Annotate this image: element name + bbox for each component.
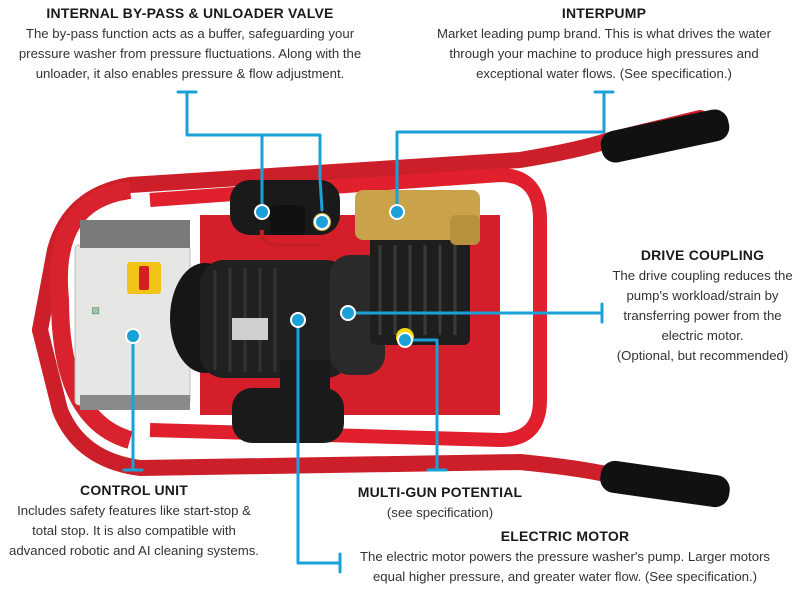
- frame-inner-rail-top: [149, 167, 547, 330]
- callout-line-motor: [296, 318, 342, 565]
- callout-motor-line-2: equal higher pressure, and greater water…: [372, 569, 758, 584]
- callout-drive-line-1: The drive coupling reduces the: [612, 268, 793, 283]
- callout-multigun: MULTI-GUN POTENTIAL (see specification): [340, 484, 540, 523]
- callout-control-line-2: total stop. It is also compatible with: [32, 523, 236, 538]
- wheel-bottom: [232, 388, 344, 443]
- frame-inner-rail-bottom: [149, 330, 547, 448]
- callout-bypass-line-1: The by-pass function acts as a buffer, s…: [25, 26, 355, 41]
- callout-interpump-line-1: Market leading pump brand. This is what …: [436, 26, 771, 41]
- callout-control: CONTROL UNIT Includes safety features li…: [0, 482, 268, 561]
- callout-drive-line-2: pump's workload/strain by: [626, 288, 779, 303]
- callout-drive-title: DRIVE COUPLING: [640, 247, 765, 263]
- control-switch-knob: [139, 266, 149, 290]
- callout-dot-bypass-2: [254, 204, 270, 220]
- callout-line-interpump: [395, 90, 606, 214]
- callout-control-title: CONTROL UNIT: [80, 482, 188, 498]
- control-box-top: [80, 220, 190, 248]
- callout-motor-line-1: The electric motor powers the pressure w…: [359, 549, 771, 564]
- callout-dot-control: [125, 328, 141, 344]
- pump-ribs: [378, 245, 457, 335]
- control-box-logo: ▨: [90, 306, 100, 315]
- frame-left-loop: [49, 181, 133, 449]
- callout-bypass-line-3: unloader, it also enables pressure & flo…: [35, 66, 345, 81]
- callout-multigun-line-1: (see specification): [386, 505, 494, 520]
- callout-dot-drive: [340, 305, 356, 321]
- callout-drive-line-4: electric motor.: [661, 328, 744, 343]
- frame-handle-bottom: [32, 322, 708, 500]
- callout-multigun-title: MULTI-GUN POTENTIAL: [357, 484, 523, 500]
- callout-dot-motor: [290, 312, 306, 328]
- callout-drive-line-5: (Optional, but recommended): [616, 348, 789, 363]
- callout-interpump-title: INTERPUMP: [561, 5, 647, 21]
- handle-grip-top: [600, 109, 730, 163]
- motor-foot: [280, 360, 330, 400]
- callout-control-line-1: Includes safety features like start-stop…: [17, 503, 251, 518]
- control-box-shadow: [80, 395, 190, 410]
- callout-interpump: INTERPUMP Market leading pump brand. Thi…: [408, 5, 800, 84]
- callout-dot-interpump: [389, 204, 405, 220]
- callout-dot-bypass: [314, 214, 330, 230]
- callout-control-line-3: advanced robotic and AI cleaning systems…: [9, 543, 259, 558]
- callout-motor: ELECTRIC MOTOR The electric motor powers…: [340, 528, 790, 587]
- callout-bypass-line-2: pressure washer from pressure fluctuatio…: [18, 46, 362, 61]
- motor-nameplate: [232, 318, 268, 340]
- handle-grip-bottom: [600, 460, 730, 508]
- callout-interpump-line-3: exceptional water flows. (See specificat…: [476, 66, 732, 81]
- callout-bypass: INTERNAL BY-PASS & UNLOADER VALVE The by…: [0, 5, 380, 84]
- pump-manifold: [450, 215, 480, 245]
- callout-bypass-title: INTERNAL BY-PASS & UNLOADER VALVE: [46, 5, 334, 21]
- callout-drive: DRIVE COUPLING The drive coupling reduce…: [605, 247, 800, 366]
- callout-interpump-line-2: through your machine to produce high pre…: [449, 46, 759, 61]
- callout-drive-line-3: transferring power from the: [623, 308, 782, 323]
- callout-line-multigun: [403, 338, 439, 472]
- callout-motor-title: ELECTRIC MOTOR: [500, 528, 630, 544]
- unloader-valve: [270, 205, 305, 235]
- callout-dot-multigun: [397, 332, 413, 348]
- red-hose: [259, 229, 320, 247]
- pump-head: [355, 190, 480, 240]
- callout-line-bypass: [185, 90, 324, 212]
